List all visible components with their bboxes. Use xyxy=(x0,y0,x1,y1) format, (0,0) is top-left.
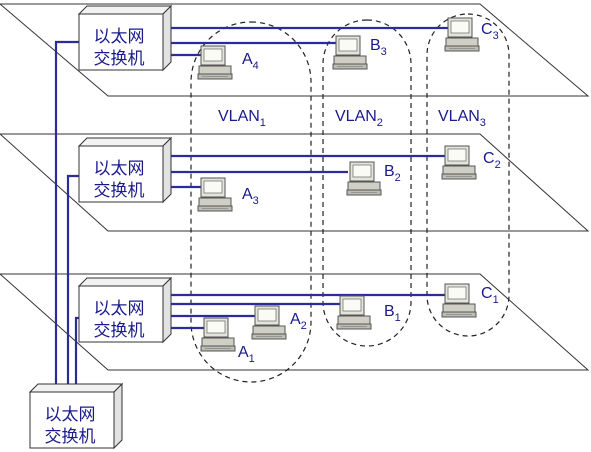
pc-C1-label: C1 xyxy=(481,285,499,306)
cables xyxy=(54,26,455,392)
pc-C2-label: C2 xyxy=(483,150,501,171)
pc-B3-label: B3 xyxy=(370,37,387,58)
switch-master: 以太网 交换机 xyxy=(29,383,123,449)
vlan2-oval xyxy=(322,19,412,347)
pc-B2-label: B2 xyxy=(384,163,401,184)
switch-floor-bottom: 以太网 交换机 xyxy=(78,277,172,343)
svg-text:以太网: 以太网 xyxy=(94,299,145,319)
vlan1-oval xyxy=(190,21,312,383)
switch-floor-middle: 以太网 交换机 xyxy=(78,137,172,203)
pc-A4-label: A4 xyxy=(242,51,259,72)
svg-text:以太网: 以太网 xyxy=(45,405,96,425)
svg-text:以太网: 以太网 xyxy=(94,159,145,179)
pc-A3-label: A3 xyxy=(242,186,259,207)
vlan3-oval xyxy=(426,13,510,337)
svg-text:交换机: 交换机 xyxy=(94,321,145,341)
svg-text:以太网: 以太网 xyxy=(94,27,145,47)
vlan1-label: VLAN1 xyxy=(218,108,266,129)
pc-B1-label: B1 xyxy=(384,303,401,324)
pc-A1-label: A1 xyxy=(238,344,255,365)
svg-text:交换机: 交换机 xyxy=(94,49,145,69)
pc-A2-label: A2 xyxy=(290,311,307,332)
vlan3-label: VLAN3 xyxy=(438,108,486,129)
switch-floor-top: 以太网 交换机 xyxy=(78,5,172,71)
pc-C3-label: C3 xyxy=(481,21,499,42)
vlan2-label: VLAN2 xyxy=(335,108,383,129)
svg-text:交换机: 交换机 xyxy=(45,427,96,447)
svg-text:交换机: 交换机 xyxy=(94,181,145,201)
